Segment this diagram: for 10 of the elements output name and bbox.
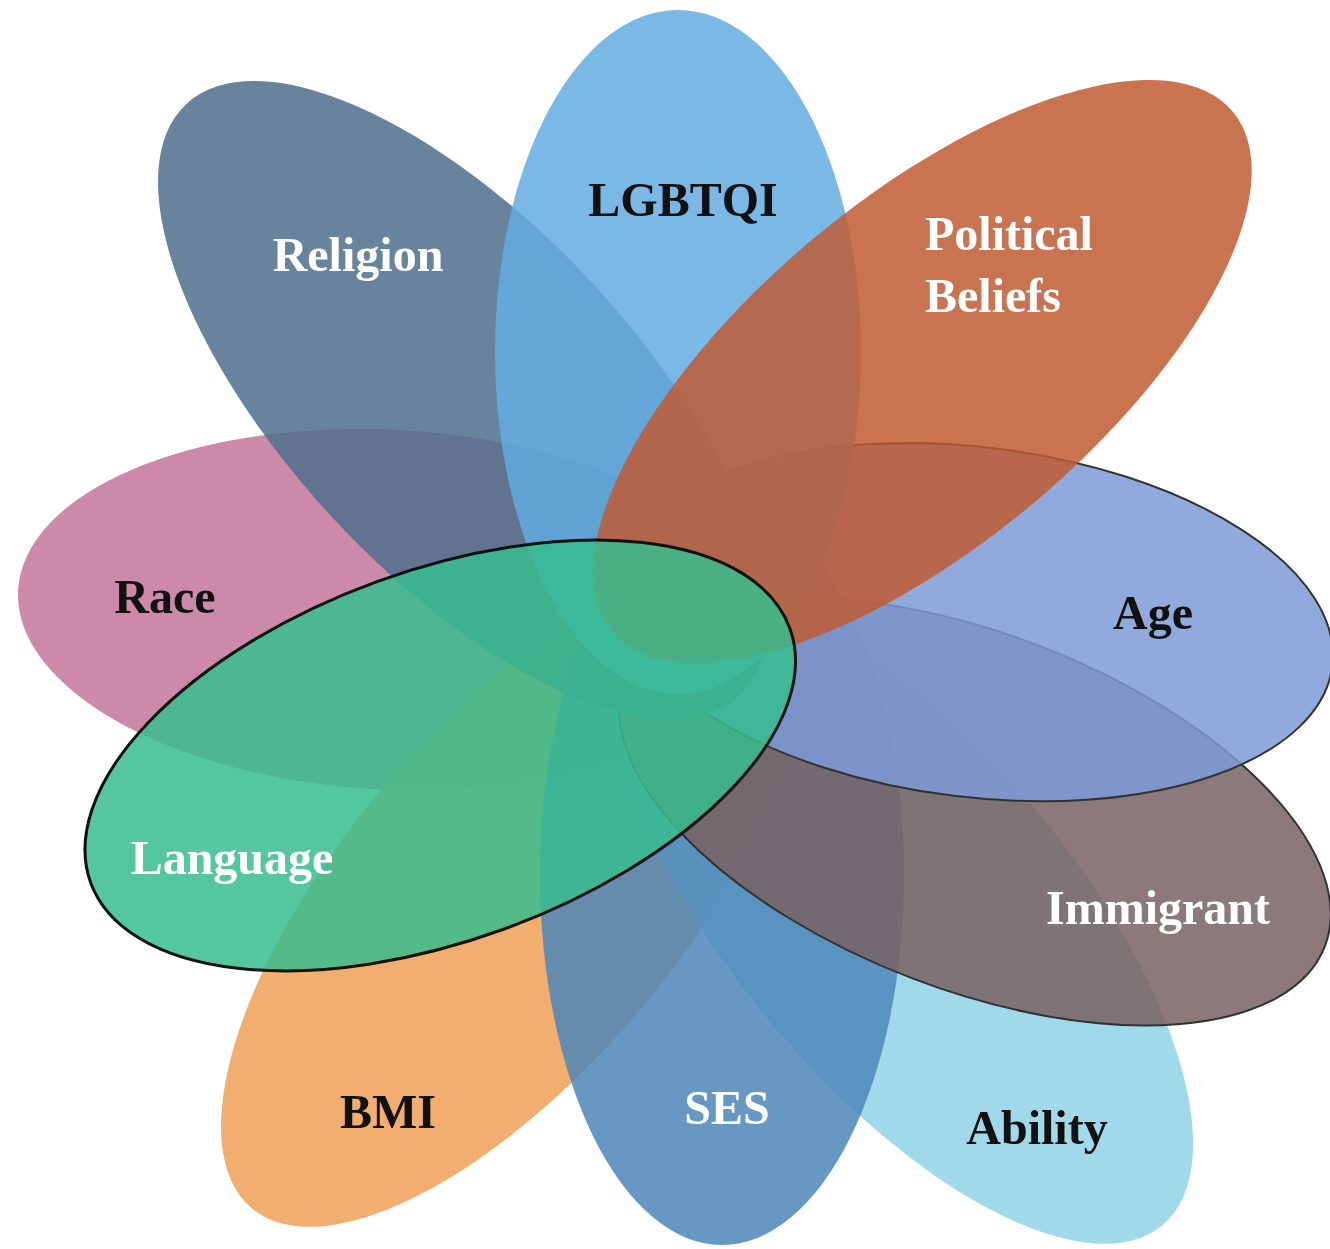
petal-label: Immigrant xyxy=(1046,879,1270,936)
petal-label: BMI xyxy=(340,1083,436,1140)
petal-label: Age xyxy=(1113,584,1193,641)
petal-label: Language xyxy=(130,829,334,886)
petal-label: Political Beliefs xyxy=(925,205,1094,324)
petal-label: Religion xyxy=(272,226,444,283)
petal-label: Ability xyxy=(966,1099,1108,1156)
petal-label: Race xyxy=(114,568,216,625)
petal-label: LGBTQI xyxy=(588,171,778,228)
petal-label: SES xyxy=(684,1079,770,1136)
